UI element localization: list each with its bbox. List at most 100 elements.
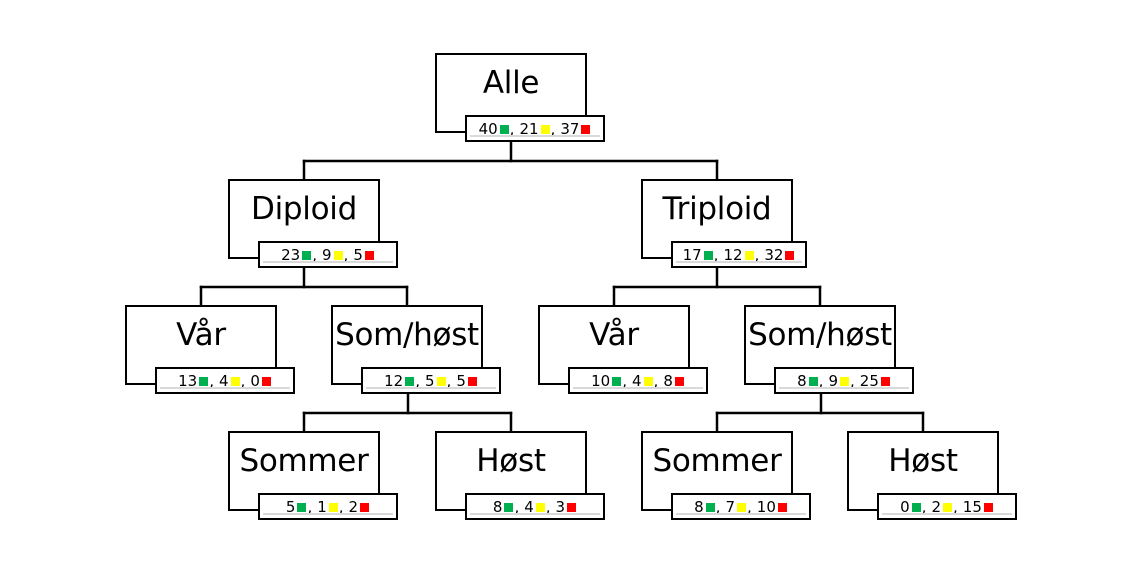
count-value: 8 <box>694 497 704 516</box>
red-square-icon <box>364 251 374 260</box>
count-item: 15 <box>963 498 994 516</box>
count-box: 0,2,15 <box>877 493 1017 520</box>
count-item: 5 <box>456 372 478 390</box>
count-item: 4, <box>632 371 659 390</box>
yellow-square-icon <box>436 377 446 386</box>
count-value: 5 <box>425 371 435 390</box>
yellow-square-icon <box>333 251 343 260</box>
count-value: 8 <box>663 371 673 390</box>
red-square-icon <box>467 377 477 386</box>
count-item: 0 <box>250 372 272 390</box>
node-title: Sommer <box>652 443 782 479</box>
red-square-icon <box>674 377 684 386</box>
green-square-icon <box>808 377 818 386</box>
count-item: 37 <box>560 120 591 138</box>
count-item: 4, <box>219 371 246 390</box>
count-value: 37 <box>560 119 580 138</box>
count-box: 10, 4,8 <box>568 367 708 394</box>
node-title: Som/høst <box>335 317 479 353</box>
count-value: 10 <box>591 371 611 390</box>
red-square-icon <box>785 251 795 260</box>
yellow-square-icon <box>535 503 545 512</box>
yellow-square-icon <box>230 377 240 386</box>
count-value: 21 <box>519 119 539 138</box>
count-value: 12 <box>723 245 743 264</box>
node-title: Diploid <box>251 191 357 227</box>
red-square-icon <box>261 377 271 386</box>
count-item: 32 <box>764 246 795 264</box>
count-item: 12, <box>384 371 420 390</box>
green-square-icon <box>705 503 715 512</box>
yellow-square-icon <box>737 503 746 512</box>
yellow-square-icon <box>840 377 849 386</box>
count-value: 13 <box>178 371 198 390</box>
count-value: 25 <box>859 371 879 390</box>
count-item: 2 <box>349 498 371 516</box>
red-square-icon <box>567 503 577 512</box>
count-item: 17, <box>682 245 719 264</box>
count-item: 7, <box>725 497 752 516</box>
count-item: 0, <box>900 497 927 516</box>
count-item: 3 <box>556 498 578 516</box>
count-item: 5 <box>353 246 375 264</box>
yellow-square-icon <box>643 377 653 386</box>
count-value: 4 <box>524 497 534 516</box>
red-square-icon <box>777 503 787 512</box>
count-box: 23,9,5 <box>258 241 398 268</box>
yellow-square-icon <box>540 125 550 134</box>
count-item: 10, <box>591 371 627 390</box>
count-value: 2 <box>931 497 941 516</box>
count-value: 2 <box>348 497 359 516</box>
count-item: 25 <box>860 372 891 390</box>
count-value: 32 <box>764 245 784 264</box>
count-item: 2, <box>931 497 958 516</box>
count-item: 10 <box>757 498 788 516</box>
node-title: Høst <box>476 443 546 479</box>
count-value: 40 <box>478 119 498 138</box>
node-title: Vår <box>176 317 226 353</box>
count-box: 12, 5,5 <box>361 367 501 394</box>
count-box: 13,4,0 <box>155 367 295 394</box>
green-square-icon <box>297 503 307 512</box>
count-value: 17 <box>682 245 702 264</box>
count-value: 4 <box>219 371 229 390</box>
count-value: 3 <box>555 497 566 516</box>
count-value: 0 <box>900 497 910 516</box>
count-item: 1, <box>317 497 344 516</box>
count-box: 8,7, 10 <box>671 493 811 520</box>
count-value: 15 <box>962 497 982 516</box>
yellow-square-icon <box>943 503 952 512</box>
count-box: 40,21,37 <box>465 115 605 142</box>
count-value: 8 <box>492 497 503 516</box>
count-item: 23, <box>281 245 317 264</box>
count-value: 23 <box>281 245 301 264</box>
count-value: 9 <box>828 371 838 390</box>
red-square-icon <box>360 503 370 512</box>
green-square-icon <box>504 503 514 512</box>
count-item: 5, <box>425 371 452 390</box>
node-title: Alle <box>482 65 540 101</box>
count-value: 4 <box>632 371 642 390</box>
count-value: 7 <box>725 497 735 516</box>
count-item: 8, <box>694 497 721 516</box>
green-square-icon <box>703 251 713 260</box>
count-value: 5 <box>456 371 466 390</box>
count-item: 12, <box>723 245 760 264</box>
count-item: 5, <box>285 497 313 516</box>
count-box: 8,4,3 <box>465 493 605 520</box>
red-square-icon <box>983 503 993 512</box>
count-item: 21, <box>519 119 556 138</box>
green-square-icon <box>405 377 415 386</box>
green-square-icon <box>199 377 209 386</box>
count-value: 1 <box>317 497 327 516</box>
count-box: 17,12,32 <box>671 241 807 268</box>
node-title: Høst <box>888 443 958 479</box>
count-value: 5 <box>285 497 296 516</box>
node-title: Som/høst <box>748 317 892 353</box>
green-square-icon <box>911 503 921 512</box>
count-value: 8 <box>797 371 807 390</box>
count-item: 8, <box>492 497 520 516</box>
count-value: 9 <box>322 245 332 264</box>
yellow-square-icon <box>328 503 338 512</box>
